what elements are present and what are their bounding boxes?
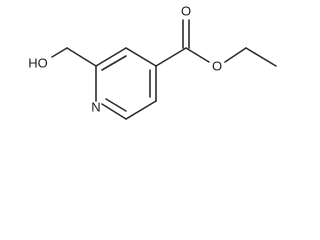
ring-bond-c5-c6 [125,100,157,120]
bond-alkoxy-o-ch2 [224,47,247,63]
ring-double-bond-c2-c3 [101,55,127,71]
ethyl-ester-group [155,19,277,67]
bond-c2-ch2 [66,47,97,67]
chemical-structure-diagram: HO N O O [28,4,277,120]
bond-ch2-ch3 [245,47,277,67]
pyridine-ring [95,47,157,120]
hydroxymethyl-group [51,47,97,67]
carbonyl-oxygen-label: O [181,4,191,19]
bond-c4-carbonyl-c [155,47,187,67]
alkoxy-oxygen-label: O [212,59,222,74]
hydroxyl-label: HO [28,56,48,71]
ring-bond-c2-c3 [95,47,127,67]
bond-carbonyl-c-alkoxy-o [185,47,210,63]
ring-nitrogen-label: N [91,100,100,115]
ring-double-bond-c6-n [105,98,127,112]
ring-bond-c3-c4 [125,47,157,67]
ring-bond-c6-n [101,103,127,120]
bond-ch2-oh [51,47,68,58]
